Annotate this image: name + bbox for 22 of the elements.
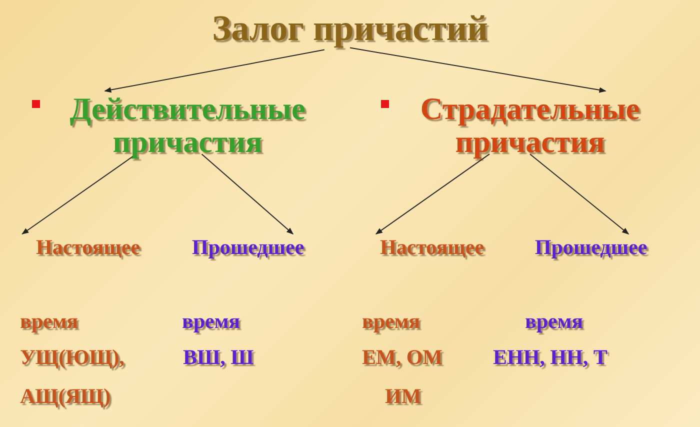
suffix-text: ЕМ, ОМ: [362, 346, 442, 368]
suffix-text: ИМ: [385, 385, 422, 408]
category-heading: Действительные причастия: [45, 93, 330, 158]
category-heading: Страдательные причастия: [395, 93, 665, 158]
tense-word: время: [182, 310, 240, 332]
arrow: [350, 47, 606, 93]
tense-heading: Настоящее: [362, 236, 502, 258]
tense-heading: Прошедшее: [173, 236, 323, 258]
arrow: [104, 49, 325, 93]
suffix-text: ВШ, Ш: [183, 346, 254, 368]
arrow: [530, 154, 630, 234]
arrow: [201, 154, 294, 234]
suffix-text: УЩ(ЮЩ),: [20, 346, 124, 368]
title-heading: Залог причастий: [190, 10, 510, 48]
tense-word: время: [20, 310, 78, 332]
suffix-text: ЕНН, НН, Т: [493, 346, 608, 368]
tense-word: время: [362, 310, 420, 332]
suffix-text: АЩ(ЯЩ): [20, 385, 110, 408]
tense-word: время: [525, 310, 584, 332]
arrow: [375, 154, 490, 234]
tense-heading: Настоящее: [18, 236, 158, 258]
tense-heading: Прошедшее: [516, 236, 666, 258]
